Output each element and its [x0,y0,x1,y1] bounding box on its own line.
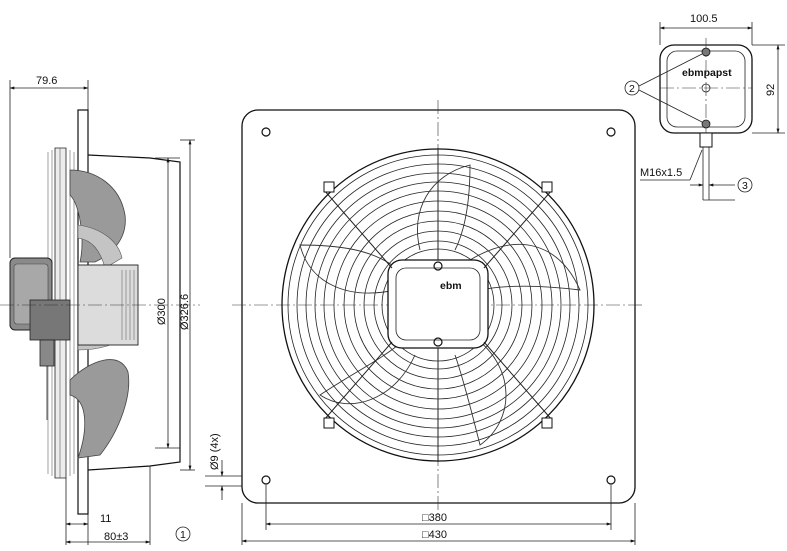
dim-side-depth: 79.6 [36,75,57,87]
motor-hub [387,259,489,349]
hub-screw-bottom [433,337,443,347]
blade-lower [69,359,130,459]
fan-blades [299,164,581,446]
side-view: 79.6 11 80±3 1 Ø300 Ø326.6 Ø9 (4x) [0,75,262,545]
dim-cable-gland: M16x1.5 [640,167,682,179]
mount-hole-bl [261,475,271,485]
callout-3: 3 [742,180,748,192]
mount-hole-tr [606,127,616,137]
front-view: ebm □380 □430 [232,100,645,545]
callout-2: 2 [629,83,635,95]
dim-overall-depth: 80±3 [104,531,128,543]
dim-plate-size: □430 [422,529,447,541]
callout-1: 1 [180,529,186,541]
dim-dia-outer: Ø326.6 [179,294,191,330]
dim-hole: Ø9 (4x) [209,433,221,470]
dim-hole-spacing: □380 [422,512,447,524]
guard-struts [323,148,553,462]
box-screw-bottom [701,119,711,129]
mount-hole-br [606,475,616,485]
hub-screw-top [433,261,443,271]
box-logo: ebmpapst [682,67,732,79]
cable-gland [699,132,713,148]
dim-flange: 11 [100,513,111,525]
terminal-box-detail: ebmpapst 100.5 92 2 M16x1.5 3 [624,13,785,201]
dim-box-width: 100.5 [690,13,718,25]
dim-box-height: 92 [765,84,777,96]
mount-hole-tl [261,127,271,137]
box-screw-top [701,47,711,57]
dim-dia-inner: Ø300 [156,298,168,325]
hub-logo: ebm [440,280,462,292]
